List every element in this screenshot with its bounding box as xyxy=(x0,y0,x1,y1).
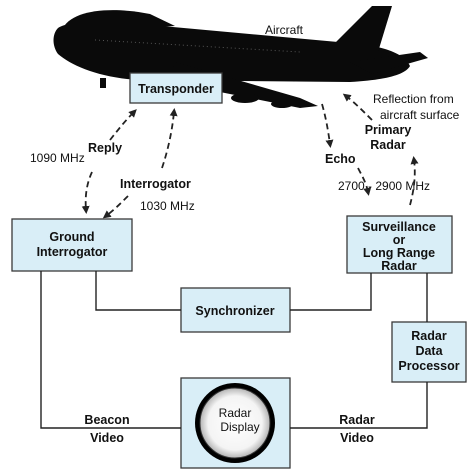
primary-radar-arrow-lower xyxy=(409,156,419,206)
beacon-video-label-2: Video xyxy=(90,431,124,445)
ground-interrogator-label-1: Ground xyxy=(49,230,94,244)
radar-display-label-2: Display xyxy=(220,420,259,434)
reflection-label-1: Reflection from xyxy=(373,92,454,106)
synchronizer-to-surveillance-line xyxy=(290,273,372,311)
synchronizer-box: Synchronizer xyxy=(180,287,291,333)
ground-interrogator-box: Ground Interrogator xyxy=(11,218,133,272)
ground-to-synchronizer-line xyxy=(95,271,181,311)
radar-video-label-2: Video xyxy=(340,431,374,445)
radar-display-box: Radar Display xyxy=(180,377,291,469)
reply-frequency: 1090 MHz xyxy=(30,151,85,165)
interrogator-arrow-upper xyxy=(161,108,178,169)
processor-label-2: Data xyxy=(415,344,443,358)
synchronizer-label: Synchronizer xyxy=(195,304,274,318)
radar-video-label-1: Radar xyxy=(339,413,375,427)
echo-arrow-upper xyxy=(321,103,334,148)
echo-label: Echo xyxy=(325,152,356,166)
interrogator-label: Interrogator xyxy=(120,177,191,191)
processor-label-1: Radar xyxy=(411,329,447,343)
interrogator-frequency: 1030 MHz xyxy=(140,199,195,213)
reflection-label-2: aircraft surface xyxy=(380,108,460,122)
primary-radar-label-1: Primary xyxy=(365,123,412,137)
transponder-box: Transponder xyxy=(129,72,223,104)
echo-arrow-lower xyxy=(357,167,372,196)
surveillance-radar-box: Surveillance or Long Range Radar xyxy=(346,215,453,274)
aircraft-label: Aircraft xyxy=(265,23,304,37)
radar-data-processor-box: Radar Data Processor xyxy=(391,321,467,383)
echo-frequency: 2700 - 2900 MHz xyxy=(338,179,430,193)
ground-interrogator-label-2: Interrogator xyxy=(37,245,108,259)
radar-video-line xyxy=(290,382,428,429)
reply-arrow-lower xyxy=(81,171,93,214)
reply-label: Reply xyxy=(88,141,122,155)
beacon-video-label-1: Beacon xyxy=(84,413,129,427)
surveillance-label-3: Long Range xyxy=(363,246,435,260)
radar-display-label-1: Radar xyxy=(219,406,252,420)
aircraft-silhouette xyxy=(53,6,428,108)
reply-arrow-upper xyxy=(109,109,137,141)
surveillance-label-1: Surveillance xyxy=(362,220,436,234)
beacon-video-line xyxy=(40,271,181,429)
primary-radar-label-2: Radar xyxy=(370,138,406,152)
processor-label-3: Processor xyxy=(398,359,459,373)
transponder-label: Transponder xyxy=(138,82,214,96)
radar-scope-screen xyxy=(199,387,271,459)
surveillance-label-2: or xyxy=(393,233,406,247)
surveillance-label-4: Radar xyxy=(381,259,417,273)
interrogator-arrow-lower xyxy=(102,195,129,219)
primary-radar-arrow-upper xyxy=(342,93,373,121)
